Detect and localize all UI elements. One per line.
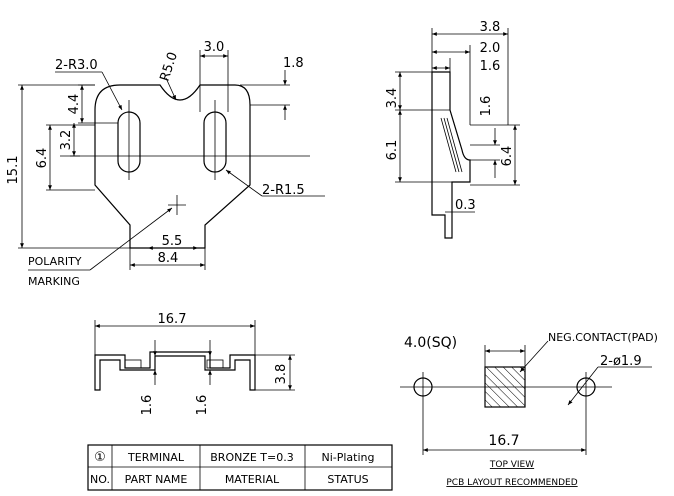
dim-1-6-side-top: 1.6 <box>480 59 501 74</box>
label-marking: MARKING <box>28 275 80 288</box>
side-view: 3.8 2.0 1.6 3.4 6.1 1.6 6.4 0.3 <box>385 20 520 239</box>
dim-0-3: 0.3 <box>455 198 476 213</box>
dim-1-6-front-left: 1.6 <box>140 395 155 416</box>
dim-6-4-side: 6.4 <box>500 146 515 167</box>
dim-16-7-pcb: 16.7 <box>488 433 519 449</box>
label-r1-5: 2-R1.5 <box>262 183 305 198</box>
dim-5-5: 5.5 <box>162 234 183 249</box>
dim-3-8-front: 3.8 <box>274 364 289 385</box>
parts-table: ① TERMINAL BRONZE T=0.3 Ni-Plating NO. P… <box>87 444 393 491</box>
dim-3-2: 3.2 <box>59 130 74 151</box>
dim-1-8: 1.8 <box>283 56 304 71</box>
holder-outline <box>94 84 251 249</box>
cell-r1-c4: Ni-Plating <box>321 451 374 464</box>
dim-3-0: 3.0 <box>204 40 225 55</box>
caption-pcb-layout: PCB LAYOUT RECOMMENDED <box>446 478 577 488</box>
neg-contact-pad <box>484 366 526 408</box>
cell-r1-c2: TERMINAL <box>127 451 185 464</box>
cell-r1-c1: ① <box>94 450 106 465</box>
front-profile <box>94 351 256 391</box>
dim-1-6-front-right: 1.6 <box>195 395 210 416</box>
dim-8-4: 8.4 <box>158 251 179 266</box>
label-polarity: POLARITY <box>28 255 82 268</box>
side-profile <box>431 71 471 239</box>
label-holes: 2-ø1.9 <box>600 354 642 369</box>
cell-r1-c3: BRONZE T=0.3 <box>210 451 294 464</box>
dim-4-0-sq: 4.0(SQ) <box>404 335 457 351</box>
pcb-layout: 4.0(SQ) NEG.CONTACT(PAD) 2-ø1.9 16.7 TOP… <box>400 331 658 488</box>
dim-1-6-side-v: 1.6 <box>479 96 494 117</box>
dim-16-7-front: 16.7 <box>158 312 187 327</box>
dim-6-1: 6.1 <box>385 140 400 161</box>
caption-top-view: TOP VIEW <box>489 460 534 470</box>
dim-2-0-side: 2.0 <box>480 41 501 56</box>
dim-3-8-side: 3.8 <box>480 20 501 35</box>
dim-4-4: 4.4 <box>67 94 82 115</box>
cell-r2-c2: PART NAME <box>125 473 188 486</box>
dim-3-4: 3.4 <box>385 88 400 109</box>
label-neg-contact: NEG.CONTACT(PAD) <box>548 331 658 344</box>
top-view: 15.1 4.4 3.2 6.4 3.0 1.8 2-R3.0 R5.0 <box>6 40 325 288</box>
label-r3-0: 2-R3.0 <box>55 58 98 73</box>
dim-6-4-left: 6.4 <box>35 148 50 169</box>
cell-r2-c4: STATUS <box>327 473 368 486</box>
cell-r2-c1: NO. <box>90 473 110 486</box>
dim-15-1: 15.1 <box>6 156 21 185</box>
label-r5-0: R5.0 <box>158 50 181 83</box>
cell-r2-c3: MATERIAL <box>225 473 280 486</box>
front-view: 16.7 3.8 1.6 1.6 <box>94 312 295 416</box>
